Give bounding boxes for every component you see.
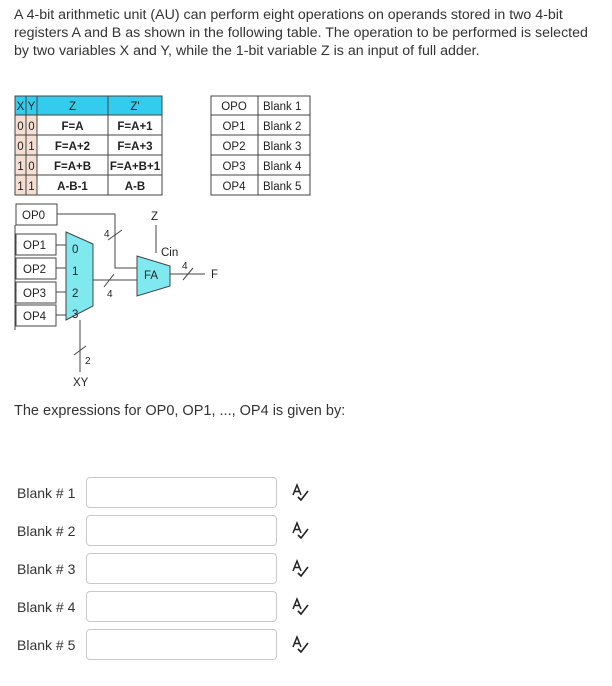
blank-row-5: Blank # 5 [0,629,612,663]
full-adder [136,255,171,297]
blank-table-blank: Blank 1 [263,101,301,113]
op-table-cell: F=A [61,121,83,133]
blank-3-input[interactable] [86,553,277,584]
op-table-cell: 0 [28,121,34,133]
mux-input-1: 1 [72,266,78,278]
blank-table-op: OP2 [222,141,245,153]
mux-input-3: 3 [72,309,78,321]
mux-input-0: 0 [72,244,78,256]
blank-row-4: Blank # 4 [0,591,612,625]
blank-row-3: Blank # 3 [0,553,612,587]
expression-prompt: The expressions for OP0, OP1, ..., OP4 i… [14,403,346,419]
blank-2-input[interactable] [86,515,277,546]
blank-label: Blank # 4 [17,599,76,615]
bus-width-mux: 4 [107,289,113,300]
op4-label: OP4 [23,311,47,323]
op-table-cell: 1 [28,141,34,153]
multiplexer [65,231,94,321]
blank-label: Blank # 3 [17,561,76,577]
fa-label: FA [144,270,158,282]
op-table-cell: F=A+1 [117,121,153,133]
op0-label: OP0 [22,210,45,222]
spellcheck-icon[interactable] [290,634,310,654]
op-table-cell: A-B-1 [57,181,88,193]
circuit-diagram: X Y Z Z' 0 0 F=A F=A+1 0 1 F=A+2 F=A+3 1… [14,95,311,389]
op-table-cell: F=A+2 [55,141,90,153]
spellcheck-icon[interactable] [290,520,310,540]
op-table-header-x: X [17,101,25,113]
bus-width-out: 4 [182,261,188,272]
select-label: XY [73,377,89,389]
blank-row-1: Blank # 1 [0,477,612,511]
blank-1-input[interactable] [86,477,277,508]
cin-label: Cin [161,247,178,259]
blank-table-blank: Blank 4 [263,161,302,173]
blank-row-2: Blank # 2 [0,515,612,549]
op-table-cell: A-B [125,181,145,193]
op-table-header-z: Z [69,101,76,113]
question-text: A 4-bit arithmetic unit (AU) can perform… [14,7,588,59]
op-table-cell: F=A+3 [117,141,152,153]
blank-table-op: OP1 [222,121,245,133]
op-table-header-y: Y [28,101,36,113]
op-table-cell: 1 [17,161,23,173]
blank-mapping-table [210,95,311,196]
output-f-label: F [211,269,218,281]
blank-table-blank: Blank 2 [263,121,301,133]
blank-label: Blank # 2 [17,523,76,539]
blank-table-op: OP3 [222,161,245,173]
op3-label: OP3 [23,288,46,300]
op-table-cell: 0 [17,121,23,133]
z-label: Z [151,211,158,223]
blank-label: Blank # 5 [17,637,76,653]
op2-label: OP2 [23,264,46,276]
op-table-cell: F=A+B+1 [110,161,161,173]
spellcheck-icon[interactable] [290,558,310,578]
spellcheck-icon[interactable] [290,596,310,616]
op-table-cell: 0 [17,141,23,153]
blank-table-op: OPO [221,101,247,113]
op-table-cell: 0 [28,161,34,173]
operation-table [14,95,163,196]
spellcheck-icon[interactable] [290,482,310,502]
bus-width-top: 4 [104,229,110,240]
op-table-header-zprime: Z' [130,101,139,113]
blank-4-input[interactable] [86,591,277,622]
blank-table-op: OP4 [222,181,246,193]
op-table-cell: F=A+B [54,161,91,173]
blank-table-blank: Blank 3 [263,141,301,153]
blank-table-blank: Blank 5 [263,181,301,193]
blank-label: Blank # 1 [17,485,76,501]
select-width: 2 [85,356,91,367]
mux-input-2: 2 [72,288,78,300]
blank-5-input[interactable] [86,629,277,660]
op-table-cell: 1 [17,181,23,193]
op-table-cell: 1 [28,181,34,193]
op1-label: OP1 [23,240,46,252]
